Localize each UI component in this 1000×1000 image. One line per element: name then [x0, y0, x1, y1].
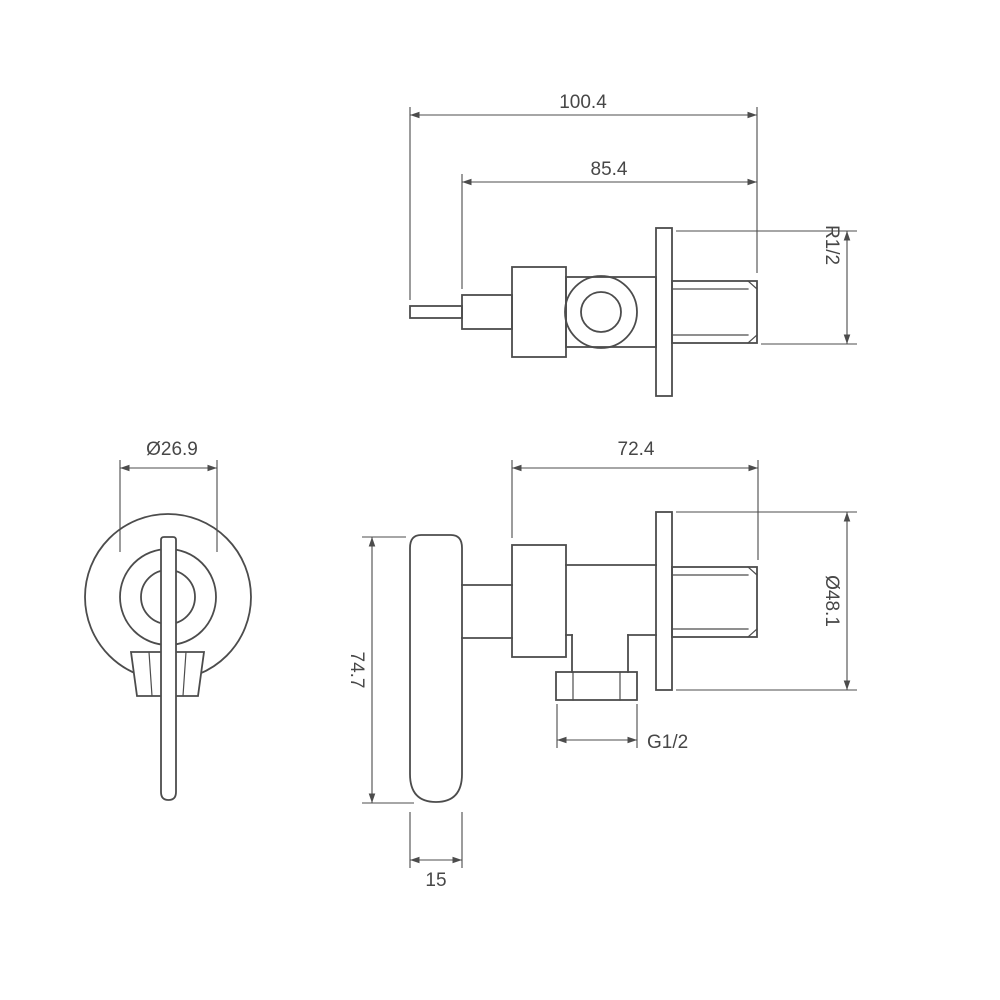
dimension-lines: [676, 230, 857, 345]
arrowhead: [843, 512, 851, 522]
handle-lever-front: [160, 536, 177, 801]
dim-upper-body-length: 85.4: [461, 159, 757, 289]
dimension-lines: [676, 511, 857, 691]
arrowhead: [452, 856, 462, 864]
top-view: [409, 227, 758, 397]
arrowhead: [368, 537, 376, 547]
arrowhead: [207, 464, 217, 472]
dim-flange-diameter: Ø48.1: [676, 511, 857, 691]
front-view: [84, 513, 252, 801]
arrowhead: [120, 464, 130, 472]
arrowhead: [748, 464, 758, 472]
wall-flange-top: [655, 227, 673, 397]
arrowhead: [627, 736, 637, 744]
valve-body-top: [511, 266, 567, 358]
stem-section-side: [461, 584, 513, 639]
arrowhead: [557, 736, 567, 744]
dimension-label: Ø26.9: [146, 439, 198, 460]
dim-overall-length: 100.4: [409, 92, 758, 300]
dimension-label: R1/2: [821, 225, 842, 265]
bonnet-housing-top: [565, 276, 657, 348]
arrowhead: [368, 793, 376, 803]
dimension-label: G1/2: [647, 732, 688, 753]
dim-handle-height: 74.7: [346, 536, 414, 804]
bonnet-outer-circle: [564, 275, 638, 349]
dimension-label: 74.7: [346, 652, 367, 689]
dim-barrel-diameter: Ø26.9: [119, 439, 218, 552]
nut-facet-lines-side: [572, 671, 621, 701]
valve-body-side: [511, 544, 567, 658]
dimension-lines: [119, 460, 218, 552]
arrowhead: [843, 231, 851, 241]
arrowhead: [747, 111, 757, 119]
dimension-lines: [461, 174, 757, 289]
dim-handle-thickness: 15: [409, 812, 463, 891]
dimension-lines: [409, 107, 758, 300]
arrowhead: [410, 856, 420, 864]
inlet-nipple-side: [671, 566, 758, 638]
dimension-lines: [511, 460, 759, 560]
dimension-label: Ø48.1: [821, 575, 842, 627]
dimension-label: 85.4: [591, 159, 628, 180]
outlet-nut-side: [555, 671, 638, 701]
dimension-lines: [556, 704, 638, 748]
bonnet-inner-circle: [580, 291, 622, 333]
thread-lines-top: [671, 280, 758, 344]
arrowhead: [747, 178, 757, 186]
handle-lever-side: [409, 534, 463, 803]
wall-flange-side: [655, 511, 673, 691]
dimension-label: 100.4: [559, 92, 607, 113]
outlet-pipe-side: [565, 564, 657, 636]
arrowhead: [843, 334, 851, 344]
arrowhead: [410, 111, 420, 119]
inlet-nipple-top: [671, 280, 758, 344]
stem-section-top: [461, 294, 513, 330]
arrowhead: [843, 680, 851, 690]
dimension-label: 15: [425, 870, 446, 891]
dim-body-depth: 72.4: [511, 439, 759, 560]
side-view: [409, 511, 758, 803]
arrowhead: [462, 178, 472, 186]
outlet-tube-side: [571, 634, 629, 673]
arrowhead: [512, 464, 522, 472]
thread-lines-side: [671, 566, 758, 638]
dimension-lines: [362, 536, 414, 804]
dim-inlet-thread: R1/2: [676, 225, 857, 345]
dimension-label: 72.4: [618, 439, 655, 460]
nut-facet-lines-front: [148, 651, 187, 697]
handle-rod-top: [409, 305, 463, 319]
dim-outlet-thread: G1/2: [556, 704, 688, 753]
